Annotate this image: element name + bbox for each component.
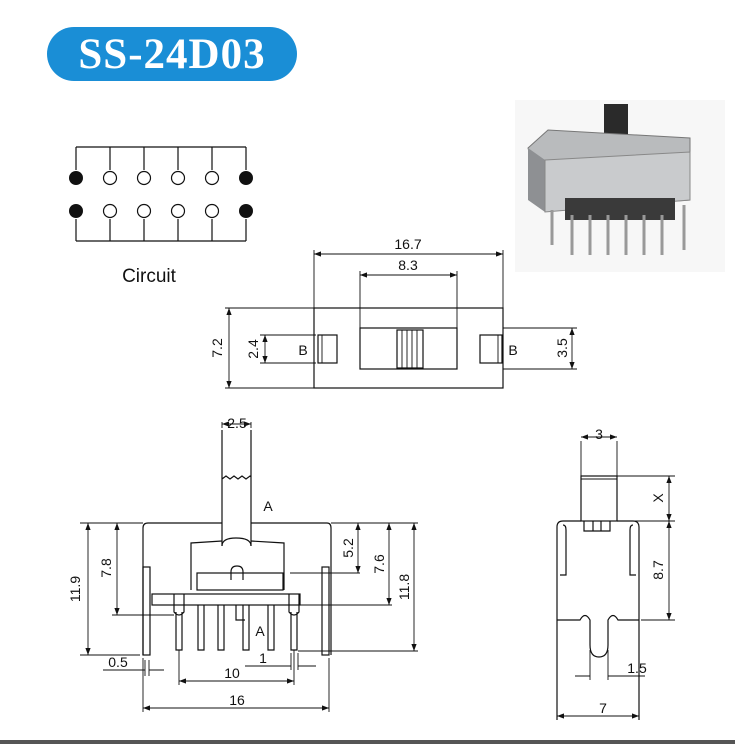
circuit-label: Circuit — [122, 266, 177, 287]
dim-16-7: 16.7 — [394, 236, 421, 252]
dim-8-7: 8.7 — [650, 560, 666, 580]
dim-7: 7 — [599, 700, 607, 716]
label-a-bottom: A — [255, 623, 265, 639]
product-photo — [515, 100, 725, 272]
side-view-drawing: 3 X 8.7 1.5 7 — [556, 426, 675, 720]
dim-7-2: 7.2 — [209, 338, 225, 358]
dim-7-6: 7.6 — [371, 554, 387, 574]
dim-11-8: 11.8 — [396, 574, 412, 600]
label-a-top: A — [263, 498, 273, 514]
dim-2-4: 2.4 — [245, 339, 261, 359]
dim-7-8: 7.8 — [98, 558, 114, 578]
dim-2-5: 2.5 — [227, 415, 247, 431]
top-view-drawing: 16.7 8.3 7.2 2.4 3.5 B B — [209, 236, 577, 389]
dim-x: X — [650, 493, 666, 503]
dim-3: 3 — [595, 426, 603, 442]
dim-5-2: 5.2 — [340, 538, 356, 558]
label-b-left: B — [298, 342, 307, 358]
dim-11-9: 11.9 — [67, 576, 83, 602]
front-view-drawing: 2.5 A A 11.9 7.8 5.2 7.6 11.8 0.5 1 10 1… — [67, 415, 418, 712]
dim-1: 1 — [259, 650, 267, 666]
dim-3-5: 3.5 — [554, 338, 570, 358]
dim-0-5: 0.5 — [108, 654, 128, 670]
model-title-badge: SS-24D03 — [47, 27, 297, 81]
dim-16: 16 — [229, 692, 245, 708]
dim-8-3: 8.3 — [398, 257, 418, 273]
dim-10: 10 — [224, 665, 240, 681]
circuit-diagram: Circuit — [69, 146, 253, 287]
model-title: SS-24D03 — [78, 30, 266, 78]
bottom-border — [0, 740, 735, 744]
label-b-right: B — [508, 342, 517, 358]
dim-1-5: 1.5 — [627, 660, 647, 676]
